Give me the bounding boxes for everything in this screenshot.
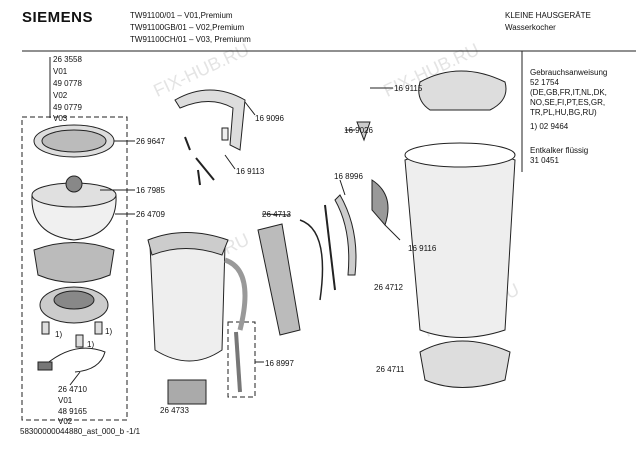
part-label: V02 [58,417,73,426]
part-label: 26 4710 [58,385,87,394]
footnote-marker: 1) [87,340,95,349]
part-label: V03 [53,114,68,123]
part-label: 16 9115 [394,84,423,93]
info-text: Entkalker flüssig [530,146,589,155]
part-label: 49 0779 [53,103,82,112]
category: KLEINE HAUSGERÄTE [505,11,591,20]
part-label: 48 9165 [58,407,87,416]
part-label: 26 4713 [262,210,291,219]
info-text: 52 1754 [530,78,559,87]
part-label: 26 3558 [53,55,82,64]
info-text: 1) 02 9464 [530,122,569,131]
part-label: 26 4711 [376,365,405,374]
model-line: TW91100GB/01 – V02,Premium [130,23,245,32]
model-line: TW91100CH/01 – V03, Premiunm [130,35,251,44]
part-label: 16 9116 [408,244,437,253]
model-line: TW91100/01 – V01,Premium [130,11,233,20]
part-label: 16 8996 [334,172,363,181]
part-label: V01 [58,396,73,405]
part-label: 16 9026 [344,126,373,135]
info-text: Gebrauchsanweisung [530,68,608,77]
footnote-marker: 1) [55,330,63,339]
part-label: V01 [53,67,68,76]
brand-logo: SIEMENS [22,9,94,26]
part-label: 16 9113 [236,167,265,176]
part-label: 16 8997 [265,359,294,368]
part-label: 49 0778 [53,79,82,88]
footer-doc-id: 58300000044880_ast_000_b -1/1 [20,427,141,436]
part-label: 26 4709 [136,210,165,219]
part-label: 26 9647 [136,137,165,146]
footnote-marker: 1) [105,327,113,336]
part-label: 16 7985 [136,186,165,195]
info-text: NO,SE,FI,PT,ES,GR, [530,98,606,107]
part-label: V02 [53,91,68,100]
part-label: 26 4733 [160,406,189,415]
info-text: (DE,GB,FR,IT,NL,DK, [530,88,607,97]
info-text: TR,PL,HU,BG,RU) [530,108,597,117]
part-label: 26 4712 [374,283,403,292]
info-text: 31 0451 [530,156,559,165]
part-label: 16 9096 [255,114,284,123]
subcategory: Wasserkocher [505,23,556,32]
